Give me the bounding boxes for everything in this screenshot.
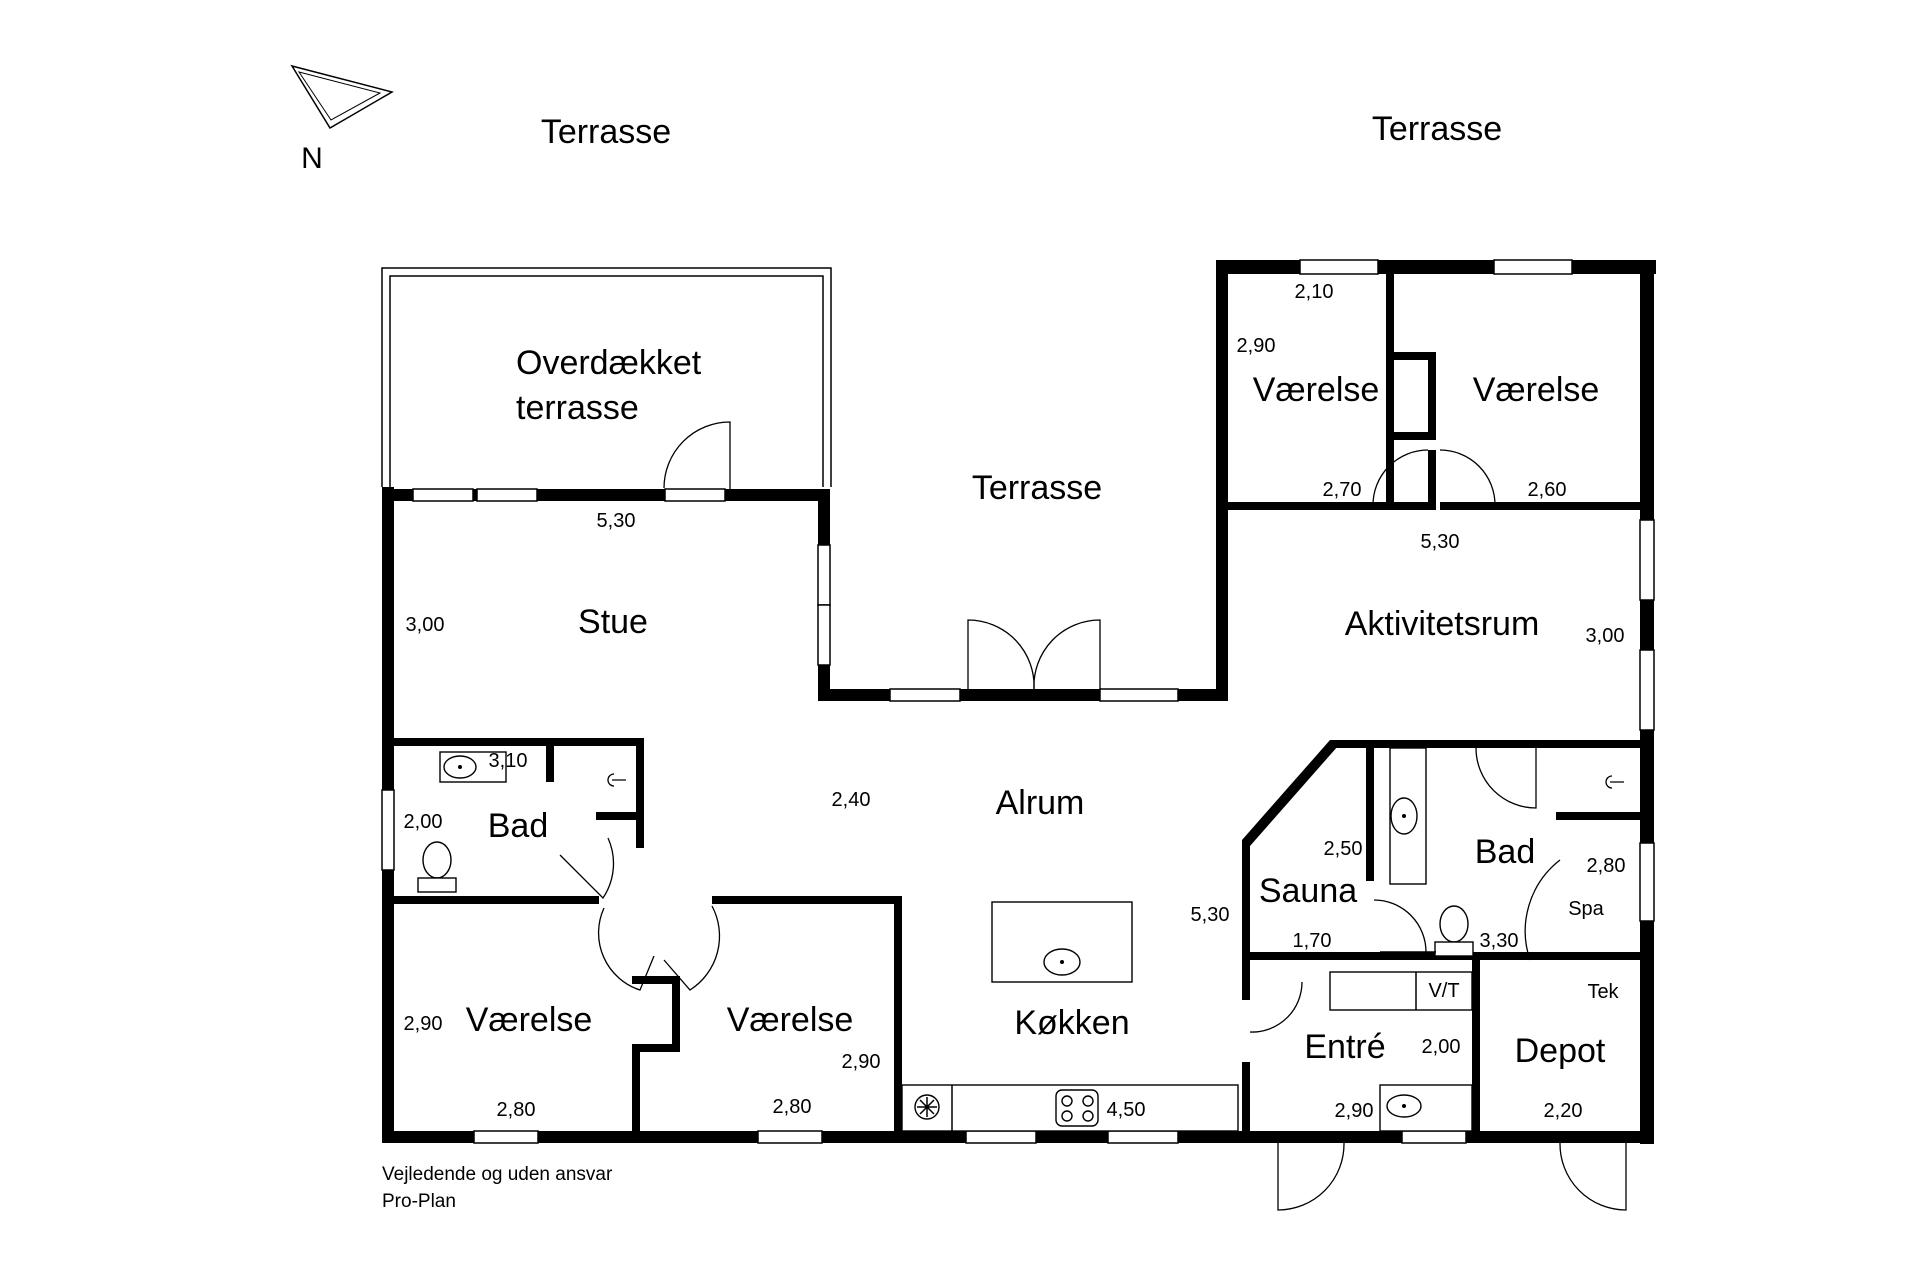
north-arrow-icon [290, 64, 394, 130]
dim-vaerelse-tl-depth: 2,90 [1237, 335, 1276, 357]
room-label-vaerelse-bm: Værelse [727, 1001, 854, 1039]
dim-entre-depth: 2,00 [1422, 1036, 1461, 1058]
windows [381, 259, 1655, 1144]
room-label-vaerelse-tl: Værelse [1253, 371, 1380, 409]
room-label-bad-right: Bad [1475, 833, 1536, 871]
dim-vaerelse-tl-width-top: 2,10 [1295, 281, 1334, 303]
footer-brand: Pro-Plan [382, 1191, 456, 1212]
room-label-alrum: Alrum [996, 784, 1085, 822]
dim-bad-left-depth: 2,00 [404, 811, 443, 833]
dim-vaerelse-bm-depth: 2,90 [842, 1051, 881, 1073]
dim-vaerelse-bl-width: 2,80 [497, 1099, 536, 1121]
dim-koekken-width: 4,50 [1107, 1099, 1146, 1121]
dim-vaerelse-bl-depth: 2,90 [404, 1013, 443, 1035]
dim-vaerelse-tl-width-bottom: 2,70 [1323, 479, 1362, 501]
dim-depot-width: 2,20 [1544, 1100, 1583, 1122]
shower-drain-icon [607, 773, 626, 787]
room-label-koekken: Køkken [1014, 1004, 1129, 1042]
dim-entre-width: 2,90 [1335, 1100, 1374, 1122]
compass: N [290, 64, 394, 175]
room-label-sauna: Sauna [1259, 872, 1357, 910]
dim-bad-right-width: 3,30 [1480, 930, 1519, 952]
toilet-icon [422, 841, 452, 879]
toilet-icon-right [1439, 905, 1469, 943]
dim-bad-left-width: 3,10 [489, 750, 528, 772]
dim-alrum-width: 5,30 [1191, 904, 1230, 926]
dim-bad-right-depth: 2,80 [1587, 855, 1626, 877]
covered-terrace-outline [381, 267, 832, 487]
label-spa: Spa [1568, 898, 1604, 920]
terrace-label-middle: Terrasse [972, 469, 1102, 507]
dim-aktivitetsrum-width: 5,30 [1421, 531, 1460, 553]
compass-label: N [301, 142, 323, 175]
vt-box [1329, 971, 1473, 1011]
dim-stue-width: 5,30 [597, 510, 636, 532]
room-label-vaerelse-tr: Værelse [1473, 371, 1600, 409]
dim-vaerelse-bm-width: 2,80 [773, 1096, 812, 1118]
covered-terrace-label-line2: terrasse [516, 389, 639, 427]
covered-terrace-label-line1: Overdækket [516, 344, 702, 382]
terrace-label-top-right: Terrasse [1372, 110, 1502, 148]
room-label-entre: Entré [1304, 1028, 1385, 1066]
room-label-vaerelse-bl: Værelse [466, 1001, 593, 1039]
label-vt: V/T [1428, 980, 1459, 1002]
room-label-aktivitetsrum: Aktivitetsrum [1345, 605, 1540, 643]
footer-disclaimer: Vejledende og uden ansvar [382, 1164, 613, 1185]
stove-icon [1055, 1089, 1099, 1127]
label-tek: Tek [1587, 981, 1619, 1003]
dim-sauna-width-top: 2,50 [1324, 838, 1363, 860]
dim-aktivitetsrum-depth: 3,00 [1586, 625, 1625, 647]
doors [559, 421, 1627, 1211]
dim-alrum-depth: 2,40 [832, 789, 871, 811]
dim-sauna-width-bottom: 1,70 [1293, 930, 1332, 952]
dim-stue-depth: 3,00 [406, 614, 445, 636]
fixtures [417, 747, 1624, 1132]
room-label-depot: Depot [1515, 1032, 1606, 1070]
room-label-bad-left: Bad [488, 807, 549, 845]
shower-drain-icon-right [1605, 775, 1624, 789]
terrace-label-top-left: Terrasse [541, 113, 671, 151]
room-label-stue: Stue [578, 603, 648, 641]
dim-vaerelse-tr-width: 2,60 [1528, 479, 1567, 501]
